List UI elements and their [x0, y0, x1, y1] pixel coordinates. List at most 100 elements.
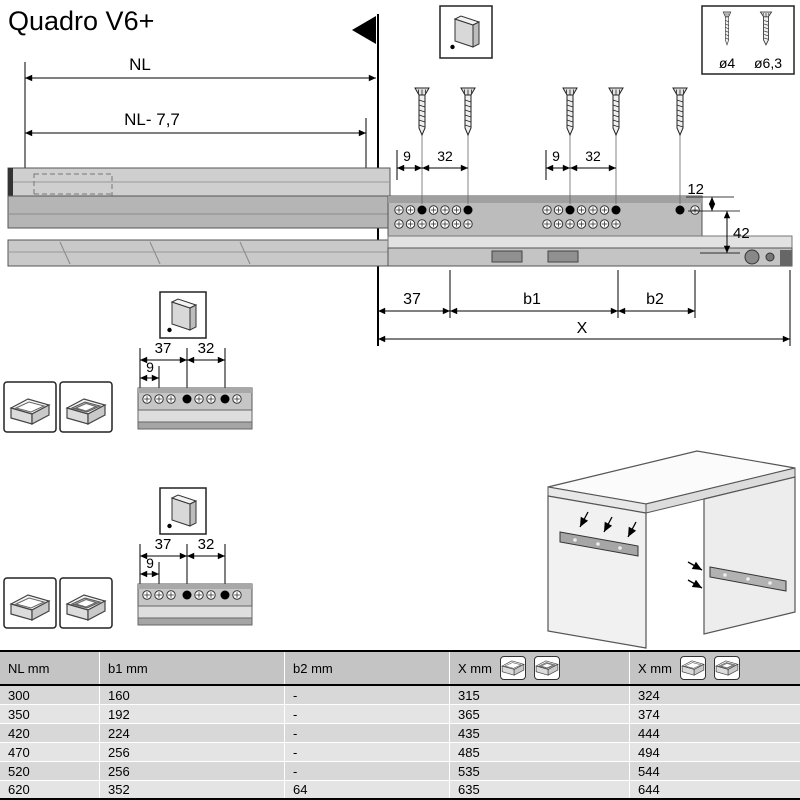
dim-32-label: 32: [198, 340, 215, 357]
col-header-nl: NL mm: [0, 652, 100, 684]
dim-nl77: NL- 7,7: [25, 110, 367, 168]
cabinet-rail-side-view: [387, 195, 793, 267]
dimension-table: NL mm b1 mm b2 mm X mm X mm 300 160 - 31…: [0, 650, 800, 800]
cell-x2: 444: [638, 725, 660, 741]
dim-9-label: 9: [146, 555, 154, 571]
col-header-x1: X mm: [450, 652, 630, 684]
dim-screw-set1: 9 32: [396, 148, 468, 180]
dim-screw-set2: 9 32: [545, 148, 616, 180]
drawer-inner-type-icon: [59, 577, 113, 629]
cell-b1: 160: [100, 686, 285, 704]
cell-x1: 535: [450, 762, 630, 780]
cell-x2: 544: [638, 763, 660, 779]
table-row: 520 256 - 535 544: [0, 762, 800, 781]
screw-d63-label: ø6,3: [754, 55, 782, 71]
detail-group-1: 37 32 9: [3, 291, 253, 433]
cell-b2: -: [285, 724, 450, 742]
cell-b1: 224: [100, 724, 285, 742]
cell-x1: 635: [450, 781, 630, 798]
right-side-panel: [703, 476, 796, 635]
screw-icon: [562, 87, 578, 136]
table-row: 620 352 64 635 644: [0, 781, 800, 800]
left-arrow-icon: [352, 16, 376, 44]
table-row: 420 224 - 435 444: [0, 724, 800, 743]
page-title: Quadro V6+: [8, 6, 154, 36]
cell-b2: -: [285, 686, 450, 704]
catch-block: [547, 250, 579, 263]
cell-x2: 494: [638, 744, 660, 760]
drawer-type-icon: [679, 656, 706, 680]
cell-x1: 435: [450, 724, 630, 742]
dim-32-label: 32: [198, 536, 215, 553]
detail-group-2: 37 32 9: [3, 487, 253, 629]
cell-b1: 352: [100, 781, 285, 798]
damper-block: [491, 250, 523, 263]
left-side-panel: [547, 495, 647, 649]
dim-12-42: 12 42: [686, 181, 750, 254]
screw-icon: [672, 87, 688, 136]
drawer-inner-type-icon: [533, 656, 560, 680]
drawer-type-icon: [499, 656, 526, 680]
dim-x-label: X: [577, 320, 588, 337]
drawer-inner-type-icon: [713, 656, 740, 680]
cell-x1: 365: [450, 705, 630, 723]
cabinet-3d-view: [547, 450, 796, 649]
cell-b1: 256: [100, 743, 285, 761]
pinion-gear: [744, 249, 760, 265]
cell-b2: -: [285, 743, 450, 761]
cell-x1: 315: [450, 686, 630, 704]
cabinet-position-icon: [439, 5, 493, 59]
dim-32-label: 32: [585, 148, 601, 164]
dim-9-label: 9: [552, 148, 560, 164]
dim-b1-label: b1: [523, 291, 541, 308]
cell-b2: 64: [285, 781, 450, 798]
cell-b2: -: [285, 762, 450, 780]
technical-drawing: Quadro V6+ ø4 ø6,3 NL NL- 7,7: [3, 5, 796, 649]
screw-legend: ø4 ø6,3: [701, 5, 795, 75]
drawer-type-icon: [3, 381, 57, 433]
col-header-b1: b1 mm: [100, 652, 285, 684]
dim-42-label: 42: [733, 225, 750, 242]
drawer-inner-type-icon: [59, 381, 113, 433]
cell-x2: 374: [638, 706, 660, 722]
dim-37-label: 37: [155, 340, 172, 357]
dim-9-label: 9: [146, 359, 154, 375]
cell-nl: 420: [0, 724, 100, 742]
col-header-x2-label: X mm: [638, 660, 672, 676]
screw-icon: [414, 87, 430, 136]
mounting-screws: [414, 87, 688, 204]
cell-nl: 620: [0, 781, 100, 798]
cell-nl: 470: [0, 743, 100, 761]
col-header-x2: X mm: [630, 652, 800, 684]
table-row: 470 256 - 485 494: [0, 743, 800, 762]
cell-b1: 192: [100, 705, 285, 723]
cell-nl: 300: [0, 686, 100, 704]
dim-b2-label: b2: [646, 291, 664, 308]
cell-x1: 485: [450, 743, 630, 761]
dim-nl-label: NL: [129, 55, 151, 74]
cell-x2: 324: [638, 687, 660, 703]
cell-b2: -: [285, 705, 450, 723]
dim-9-label: 9: [403, 148, 411, 164]
table-row: 300 160 - 315 324: [0, 686, 800, 705]
dim-32-label: 32: [437, 148, 453, 164]
rail-end-cap: [780, 250, 792, 266]
dim-12-label: 12: [687, 181, 704, 198]
col-header-b2: b2 mm: [285, 652, 450, 684]
cell-nl: 520: [0, 762, 100, 780]
drawer-type-icon: [3, 577, 57, 629]
cell-x2: 644: [638, 782, 660, 797]
dim-nl: NL: [24, 55, 376, 168]
cell-nl: 350: [0, 705, 100, 723]
col-header-x1-label: X mm: [458, 660, 492, 676]
screw-icon: [608, 87, 624, 136]
table-row: 350 192 - 365 374: [0, 705, 800, 724]
drawer-member-side-view: [7, 167, 391, 267]
cell-b1: 256: [100, 762, 285, 780]
dim-37-label: 37: [155, 536, 172, 553]
dim-nl77-label: NL- 7,7: [124, 110, 180, 129]
screw-d4-label: ø4: [719, 55, 736, 71]
table-header-row: NL mm b1 mm b2 mm X mm X mm: [0, 652, 800, 686]
screw-icon: [460, 87, 476, 136]
